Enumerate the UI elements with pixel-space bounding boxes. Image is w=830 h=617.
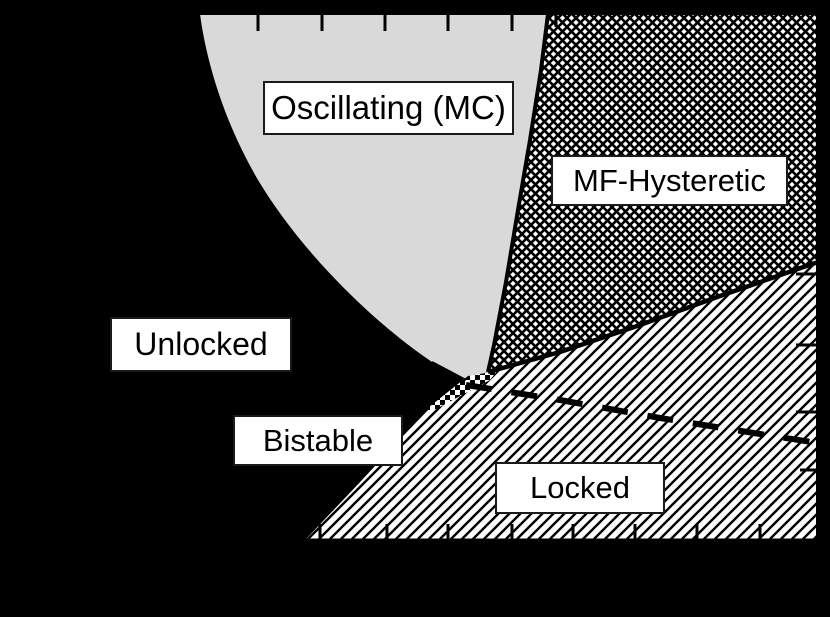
region-label-locked: Locked [495,462,665,514]
curve-mf-locked-boundary [487,259,818,375]
region-label-bistable: Bistable [233,415,403,466]
region-label-locked-text: Locked [530,470,630,505]
ticks-right [796,272,818,472]
region-label-bistable-text: Bistable [262,422,374,458]
region-label-mf-hysteretic-text: MF-Hysteretic [573,162,766,198]
curve-oscillating-lower-edge [431,361,467,381]
region-label-unlocked: Unlocked [110,317,292,372]
region-label-oscillating: Oscillating (MC) [263,81,514,135]
curve-locked-spinodal [465,382,818,446]
region-label-oscillating-text: Oscillating (MC) [271,89,506,126]
region-label-mf-hysteretic: MF-Hysteretic [551,155,788,206]
ticks-bottom [318,524,762,540]
region-bistable-wedge [424,371,497,411]
ticks-top [256,14,558,31]
curve-oscillating-right-edge [486,14,550,373]
region-label-unlocked-text: Unlocked [134,326,268,362]
